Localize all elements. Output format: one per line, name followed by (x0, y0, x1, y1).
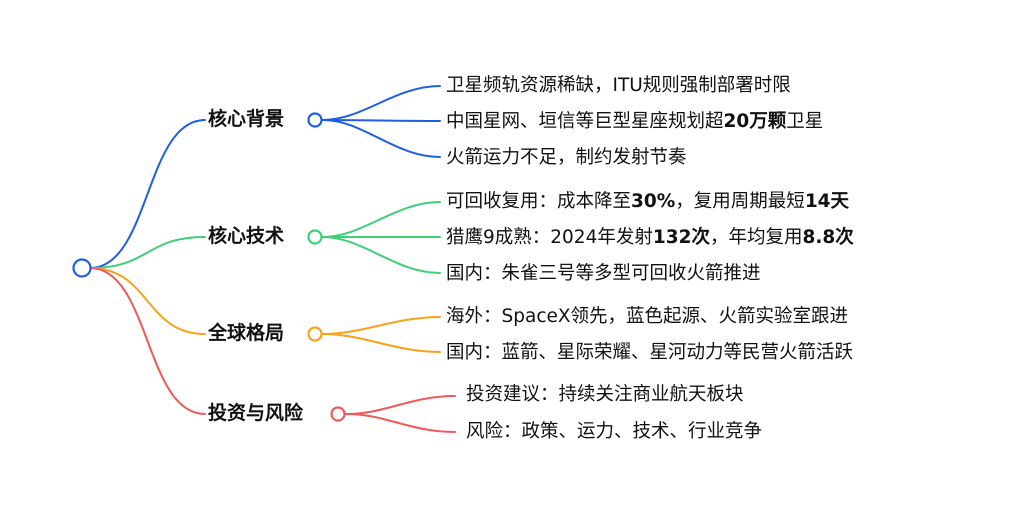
branch-label-background[interactable]: 核心背景 (208, 108, 285, 130)
leaf-text-run: 风险：政策、运力、技术、行业竞争 (466, 421, 763, 442)
leaf-connector (322, 236, 441, 274)
branch-node-circle[interactable] (307, 229, 323, 245)
branch-connector (89, 119, 206, 269)
branch-label-investment-risk[interactable]: 投资与风险 (208, 402, 304, 424)
leaf-connector (322, 119, 441, 122)
leaf-background-3[interactable]: 火箭运力不足，制约发射节奏 (446, 146, 687, 170)
branch-node-circle[interactable] (307, 326, 323, 342)
leaf-text-run: 国内：蓝箭、星际荣耀、星河动力等民营火箭活跃 (446, 342, 854, 363)
leaf-text-run: 投资建议：持续关注商业航天板块 (466, 384, 744, 405)
branch-connector (89, 236, 206, 269)
leaf-technology-2[interactable]: 猎鹰9成熟：2024年发射132次，年均复用8.8次 (446, 226, 854, 250)
branch-label-technology[interactable]: 核心技术 (208, 225, 285, 247)
leaf-landscape-1[interactable]: 海外：SpaceX领先，蓝色起源、火箭实验室跟进 (446, 305, 848, 329)
leaf-background-2[interactable]: 中国星网、垣信等巨型星座规划超20万颗卫星 (446, 110, 823, 134)
branch-node-circle[interactable] (307, 112, 323, 128)
root-node-circle[interactable] (72, 258, 92, 278)
leaf-text-run: 14天 (804, 191, 850, 212)
leaf-connector (322, 333, 441, 353)
leaf-connector (322, 201, 441, 238)
leaf-text-run: 卫星频轨资源稀缺，ITU规则强制部署时限 (446, 75, 791, 96)
leaf-text-run: 30% (631, 191, 676, 212)
leaf-text-run: 20万颗 (723, 111, 787, 132)
leaf-text-run: 132次 (652, 227, 710, 248)
leaf-connector (322, 316, 441, 335)
branch-connector (89, 267, 206, 415)
leaf-investment-1[interactable]: 投资建议：持续关注商业航天板块 (466, 383, 744, 407)
leaf-connector (345, 413, 456, 433)
branch-node-circle[interactable] (330, 406, 346, 422)
leaf-text-run: 中国星网、垣信等巨型星座规划超 (446, 111, 724, 132)
leaf-technology-1[interactable]: 可回收复用：成本降至30%，复用周期最短14天 (446, 190, 849, 214)
leaf-technology-3[interactable]: 国内：朱雀三号等多型可回收火箭推进 (446, 262, 761, 286)
leaf-text-run: 国内：朱雀三号等多型可回收火箭推进 (446, 263, 761, 284)
leaf-risk-1[interactable]: 风险：政策、运力、技术、行业竞争 (466, 420, 762, 444)
leaf-text-run: 海外：SpaceX领先，蓝色起源、火箭实验室跟进 (446, 306, 849, 327)
leaf-connector (322, 119, 441, 158)
leaf-text-run: 猎鹰9成熟：2024年发射 (446, 227, 653, 248)
branch-connector (89, 267, 206, 335)
leaf-text-run: 可回收复用：成本降至 (446, 191, 632, 212)
leaf-connector (322, 85, 441, 121)
leaf-text-run: 8.8次 (802, 227, 854, 248)
leaf-landscape-2[interactable]: 国内：蓝箭、星际荣耀、星河动力等民营火箭活跃 (446, 341, 853, 365)
leaf-text-run: 卫星 (786, 111, 824, 132)
leaf-connector (345, 395, 456, 415)
branch-label-landscape[interactable]: 全球格局 (208, 322, 285, 344)
leaf-text-run: 火箭运力不足，制约发射节奏 (446, 147, 687, 168)
leaf-background-1[interactable]: 卫星频轨资源稀缺，ITU规则强制部署时限 (446, 74, 791, 98)
leaf-text-run: ，复用周期最短 (675, 191, 805, 212)
leaf-text-run: ，年均复用 (709, 227, 803, 248)
